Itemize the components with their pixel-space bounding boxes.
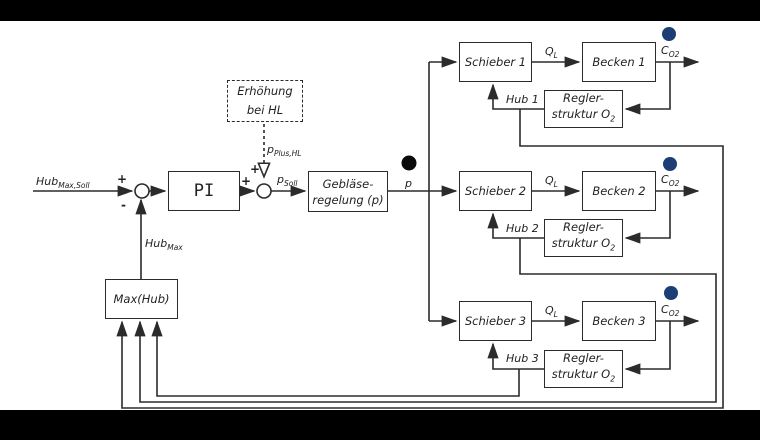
o2-sensor-dot-1 <box>662 27 676 41</box>
p-measure-label: p <box>405 177 412 190</box>
wire-hub2-to-schieber2 <box>487 212 544 239</box>
becken1-label: Becken 1 <box>592 55 646 69</box>
hl-increase-line1: Erhöhung <box>237 84 293 98</box>
wire-hub1-to-schieber1 <box>487 83 544 110</box>
regler2-line1: Regler- <box>563 220 604 235</box>
hub1-label: Hub 1 <box>506 93 539 106</box>
regler1-line1: Regler- <box>563 91 604 106</box>
wire-hub3-to-schieber3 <box>487 342 544 370</box>
ql2-label: QL <box>545 174 558 190</box>
diagram-canvas <box>0 21 760 410</box>
schieber2-label: Schieber 2 <box>464 184 527 198</box>
wire-hub3-to-maxhub <box>151 320 520 397</box>
o2-sensor-dot-2 <box>663 157 677 171</box>
regler2-block: Regler- struktur O2 <box>544 219 623 257</box>
sum2-plus-pi-sign: + <box>241 174 252 188</box>
regler1-line2: struktur O2 <box>551 107 616 124</box>
max-hub-label: Max(Hub) <box>113 292 170 306</box>
sum1-minus-sign: - <box>121 198 126 212</box>
schieber1-block: Schieber 1 <box>459 42 532 82</box>
becken1-block: Becken 1 <box>582 42 656 82</box>
hub2-label: Hub 2 <box>506 222 539 235</box>
co2-2-label: CO2 <box>661 173 680 189</box>
blower-label-line2: regelung (p) <box>312 192 384 207</box>
schieber2-block: Schieber 2 <box>459 171 532 211</box>
becken2-block: Becken 2 <box>582 171 656 211</box>
regler3-line2: struktur O2 <box>551 367 616 384</box>
becken3-label: Becken 3 <box>592 314 646 328</box>
wire-hub1-to-maxhub <box>116 109 724 409</box>
wire-co2-1-feedback <box>624 62 671 115</box>
regler3-block: Regler- struktur O2 <box>544 350 623 388</box>
blower-label-line1: Gebläse- <box>322 176 374 191</box>
p-soll-label: pSoll <box>277 173 298 189</box>
schieber1-label: Schieber 1 <box>464 55 527 69</box>
sum2-plus-hl-sign: + <box>250 162 261 176</box>
wire-hub2-to-maxhub <box>134 238 717 403</box>
wire-co2-3-feedback <box>624 321 671 375</box>
regler1-block: Regler- struktur O2 <box>544 90 623 128</box>
co2-1-label: CO2 <box>661 44 680 60</box>
regler3-line1: Regler- <box>563 351 604 366</box>
sum1-plus-sign: + <box>117 172 128 186</box>
schieber3-label: Schieber 3 <box>464 314 527 328</box>
pi-label: PI <box>193 181 215 201</box>
pressure-sensor-dot <box>401 155 417 171</box>
hl-increase-block: Erhöhung bei HL <box>227 80 303 122</box>
max-hub-block: Max(Hub) <box>105 279 178 319</box>
regler2-line2: struktur O2 <box>551 236 616 253</box>
o2-sensor-dot-3 <box>664 286 678 300</box>
ql1-label: QL <box>545 45 558 61</box>
hl-increase-line2: bei HL <box>246 103 284 117</box>
hub-max-feedback-label: HubMax <box>145 237 183 253</box>
co2-3-label: CO2 <box>661 303 680 319</box>
wire-co2-2-feedback <box>624 191 671 244</box>
sum-junction-2 <box>256 183 272 199</box>
blower-control-block: Gebläse- regelung (p) <box>308 171 388 212</box>
hub3-label: Hub 3 <box>506 352 539 365</box>
sum-junction-1 <box>134 183 150 199</box>
becken2-label: Becken 2 <box>592 184 646 198</box>
setpoint-label: HubMax,Soll <box>36 175 90 191</box>
schieber3-block: Schieber 3 <box>459 301 532 341</box>
p-plus-hl-label: pPlus,HL <box>267 143 302 159</box>
becken3-block: Becken 3 <box>582 301 656 341</box>
pi-controller-block: PI <box>168 171 240 211</box>
ql3-label: QL <box>545 304 558 320</box>
